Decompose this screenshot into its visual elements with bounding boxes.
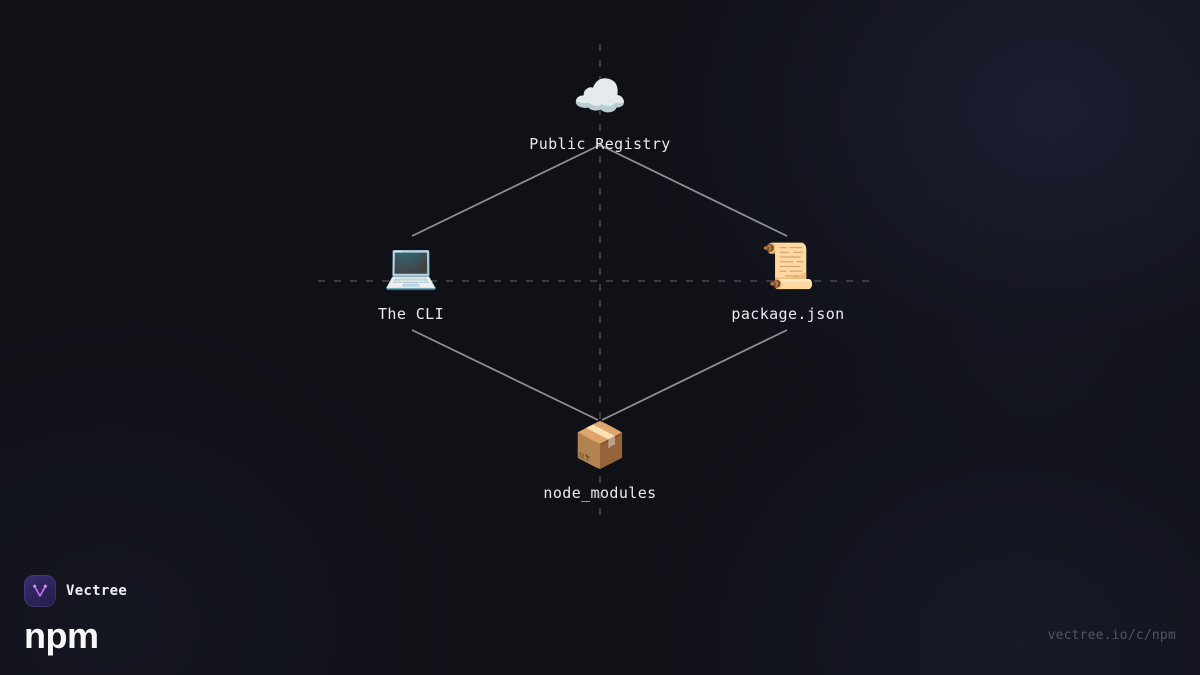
laptop-icon: 💻: [383, 241, 439, 292]
node-label-package-json: package.json: [731, 305, 845, 323]
package-box-icon: 📦: [572, 420, 628, 471]
footer-url: vectree.io/c/npm: [1047, 628, 1176, 643]
node-label-node-modules: node_modules: [543, 484, 657, 502]
edge-lines: [411, 144, 788, 421]
vectree-v-logo-icon: [24, 575, 56, 607]
node-the-cli[interactable]: 💻 The CLI: [281, 241, 541, 323]
edge-package-json-to-node-modules: [601, 329, 788, 421]
branding-block: Vectree npm: [24, 575, 127, 655]
edge-the-cli-to-node-modules: [411, 329, 599, 421]
page-title: npm: [24, 615, 99, 656]
edge-public-registry-to-package-json: [599, 144, 788, 237]
node-node-modules[interactable]: 📦 node_modules: [470, 420, 730, 502]
node-label-public-registry: Public Registry: [529, 135, 671, 153]
brand-row: Vectree: [24, 575, 127, 607]
brand-name: Vectree: [66, 583, 128, 599]
axis-guides: [318, 44, 878, 516]
cloud-icon: ☁️: [572, 71, 628, 122]
node-package-json[interactable]: 📜 package.json: [658, 241, 918, 323]
edge-public-registry-to-the-cli: [411, 144, 601, 237]
node-label-the-cli: The CLI: [377, 305, 444, 323]
node-public-registry[interactable]: ☁️ Public Registry: [470, 71, 730, 153]
scroll-icon: 📜: [760, 241, 816, 292]
